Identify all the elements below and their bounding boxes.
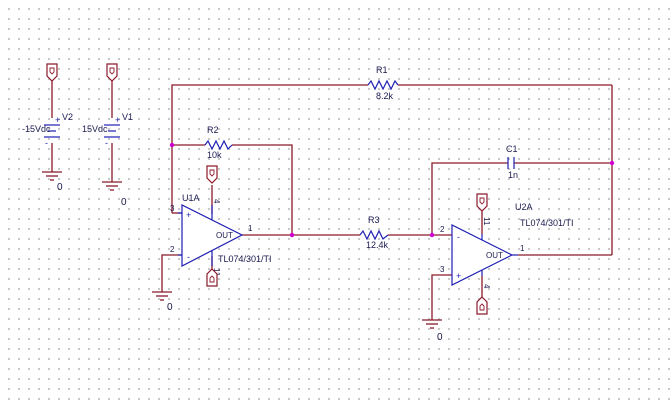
v1-minus: - — [105, 138, 108, 148]
source-v2[interactable]: + - V2 -15Vdc — [22, 112, 73, 148]
u1a-ref: U1A — [182, 193, 200, 203]
junctions — [169, 142, 615, 238]
u2a-pin3-num: 3 — [440, 265, 445, 274]
v2-value: -15Vdc — [22, 124, 51, 134]
u1a-plus-sign: + — [186, 210, 191, 220]
u1a-pin11-num: 11 — [212, 268, 221, 277]
port-v2-top-icon[interactable] — [46, 63, 58, 82]
u2a-plus-sign: + — [456, 271, 461, 281]
v2-ref: V2 — [62, 112, 73, 122]
wire-r2-right[interactable] — [232, 144, 293, 235]
port-u1a-top-icon[interactable] — [206, 165, 218, 184]
ground-u1a-label: 0 — [167, 302, 173, 313]
wires — [51, 80, 613, 320]
junction-u2a-in — [429, 232, 435, 238]
u1a-pin2-num: 2 — [170, 245, 175, 254]
v2-minus: - — [45, 138, 48, 148]
resistor-r1[interactable]: R1 8.2k — [367, 65, 399, 101]
ports — [46, 63, 488, 315]
ground-v2[interactable]: 0 — [42, 171, 63, 193]
r1-ref: R1 — [376, 65, 388, 75]
v1-plus: + — [115, 115, 120, 125]
u1a-pin1-num: 1 — [248, 224, 253, 233]
junction-c1-right — [609, 160, 615, 166]
u2a-pin11-num: 11 — [482, 217, 491, 226]
resistor-r3[interactable]: R3 12.4k — [359, 215, 389, 250]
port-u1a-bottom-icon[interactable] — [206, 268, 218, 287]
port-u2a-bottom-icon[interactable] — [476, 296, 488, 315]
r1-value: 8.2k — [376, 91, 394, 101]
v1-value: 15Vdc — [82, 124, 108, 134]
resistor-r2-symbol — [204, 139, 233, 151]
u2a-part: TL074/301/TI — [520, 218, 574, 228]
u1a-pin4-num: 4 — [212, 199, 221, 204]
ground-v1-label: 0 — [121, 197, 127, 208]
port-u2a-top-icon[interactable] — [476, 193, 488, 212]
port-v1-top-icon[interactable] — [106, 63, 118, 82]
capacitor-c1[interactable]: C1 1n — [506, 144, 518, 180]
opamp-u2a[interactable]: - + OUT 2 3 1 11 4 U2A TL074/301/TI — [440, 202, 574, 289]
ground-u2a[interactable]: 0 — [422, 319, 443, 343]
opamp-u1a[interactable]: + - OUT 3 2 1 4 11 U1A TL074/301/TI — [170, 193, 272, 277]
u1a-part: TL074/301/TI — [218, 254, 272, 264]
v1-ref: V1 — [122, 112, 133, 122]
junction-r2-left — [169, 142, 175, 148]
u2a-ref: U2A — [515, 202, 533, 212]
v2-plus: + — [55, 115, 60, 125]
r2-value: 10k — [207, 150, 222, 160]
ground-u2a-label: 0 — [437, 332, 443, 343]
ground-v1[interactable]: 0 — [102, 181, 127, 208]
u2a-out-label: OUT — [486, 251, 503, 260]
ground-u1a[interactable]: 0 — [152, 291, 173, 313]
u2a-pin2-num: 2 — [440, 225, 445, 234]
u1a-pin3-num: 3 — [170, 204, 175, 213]
wire-r1-loop[interactable] — [171, 84, 368, 213]
u2a-pin1-num: 1 — [520, 244, 525, 253]
r2-ref: R2 — [207, 125, 219, 135]
wire-c1-left[interactable] — [431, 162, 508, 235]
junction-u1a-out — [289, 232, 295, 238]
c1-ref: C1 — [506, 144, 518, 154]
r3-value: 12.4k — [366, 240, 389, 250]
u1a-minus-sign: - — [187, 252, 190, 262]
c1-value: 1n — [508, 170, 518, 180]
source-v1[interactable]: + - V1 15Vdc — [82, 112, 133, 148]
resistor-r3-symbol — [359, 229, 389, 241]
u1a-out-label: OUT — [216, 231, 233, 240]
r3-ref: R3 — [368, 215, 380, 225]
wire-u1a-pin2[interactable] — [161, 254, 182, 292]
ground-v2-label: 0 — [57, 182, 63, 193]
resistor-r2[interactable]: R2 10k — [204, 125, 233, 160]
resistor-r1-symbol — [367, 79, 399, 91]
wire-u2a-pin3[interactable] — [431, 274, 452, 320]
u2a-minus-sign: - — [457, 232, 460, 242]
u2a-pin4-num: 4 — [482, 284, 491, 289]
